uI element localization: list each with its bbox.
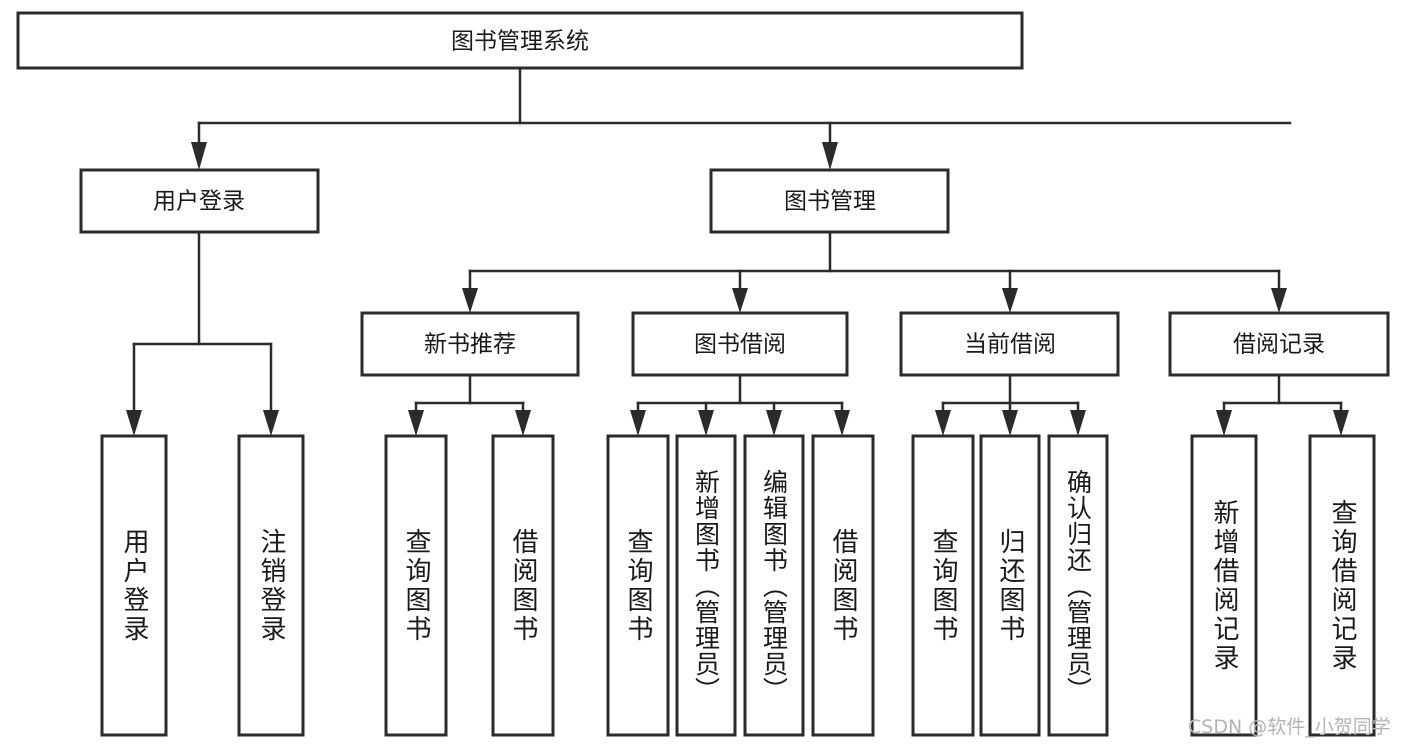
leaf-box-query-book-rec[interactable] (384, 434, 448, 737)
connector-new-book-to-leaves (408, 373, 531, 436)
leaf-box-confirm-return-admin[interactable] (1047, 434, 1109, 737)
leaf-box-query-book-current[interactable] (911, 434, 975, 737)
connector-user-login-to-leaves (126, 230, 279, 436)
node-book-management-label: 图书管理 (784, 189, 876, 215)
connector-book-borrow-to-leaves (630, 373, 850, 436)
leaf-box-add-book-admin[interactable] (675, 434, 737, 737)
leaf-box-user-login[interactable] (100, 434, 168, 737)
node-user-login-label: 用户登录 (153, 189, 245, 215)
node-borrow-records[interactable]: 借阅记录 (1168, 311, 1390, 377)
leaf-box-query-book-borrow[interactable] (606, 434, 670, 737)
node-borrow-records-label: 借阅记录 (1233, 332, 1325, 358)
node-root-label: 图书管理系统 (451, 29, 589, 55)
connector-borrow-record-to-leaves (1216, 373, 1349, 436)
node-new-book-recommend[interactable]: 新书推荐 (360, 311, 580, 377)
node-root-book-management-system[interactable]: 图书管理系统 (16, 11, 1024, 70)
node-book-management[interactable]: 图书管理 (709, 168, 950, 234)
leaf-box-add-borrow-record[interactable] (1190, 434, 1258, 737)
leaf-box-edit-book-admin[interactable] (743, 434, 805, 737)
node-book-borrow[interactable]: 图书借阅 (631, 311, 849, 377)
leaf-box-logout[interactable] (237, 434, 305, 737)
node-current-borrow[interactable]: 当前借阅 (899, 311, 1120, 377)
node-user-login[interactable]: 用户登录 (79, 168, 320, 234)
leaf-box-return-book[interactable] (979, 434, 1041, 737)
leaf-box-borrow-book-rec[interactable] (491, 434, 555, 737)
node-new-book-recommend-label: 新书推荐 (424, 332, 516, 358)
node-book-borrow-label: 图书借阅 (694, 332, 786, 358)
connector-current-borrow-to-leaves (935, 373, 1086, 436)
leaf-box-borrow-book[interactable] (811, 434, 875, 737)
connector-book-mgmt-to-level3 (462, 230, 1287, 313)
csdn-watermark: CSDN @软件_小贺同学 (1188, 716, 1391, 738)
leaf-box-query-borrow-record[interactable] (1308, 434, 1376, 737)
node-current-borrow-label: 当前借阅 (964, 332, 1056, 358)
connector-root-to-level2 (191, 66, 1292, 170)
